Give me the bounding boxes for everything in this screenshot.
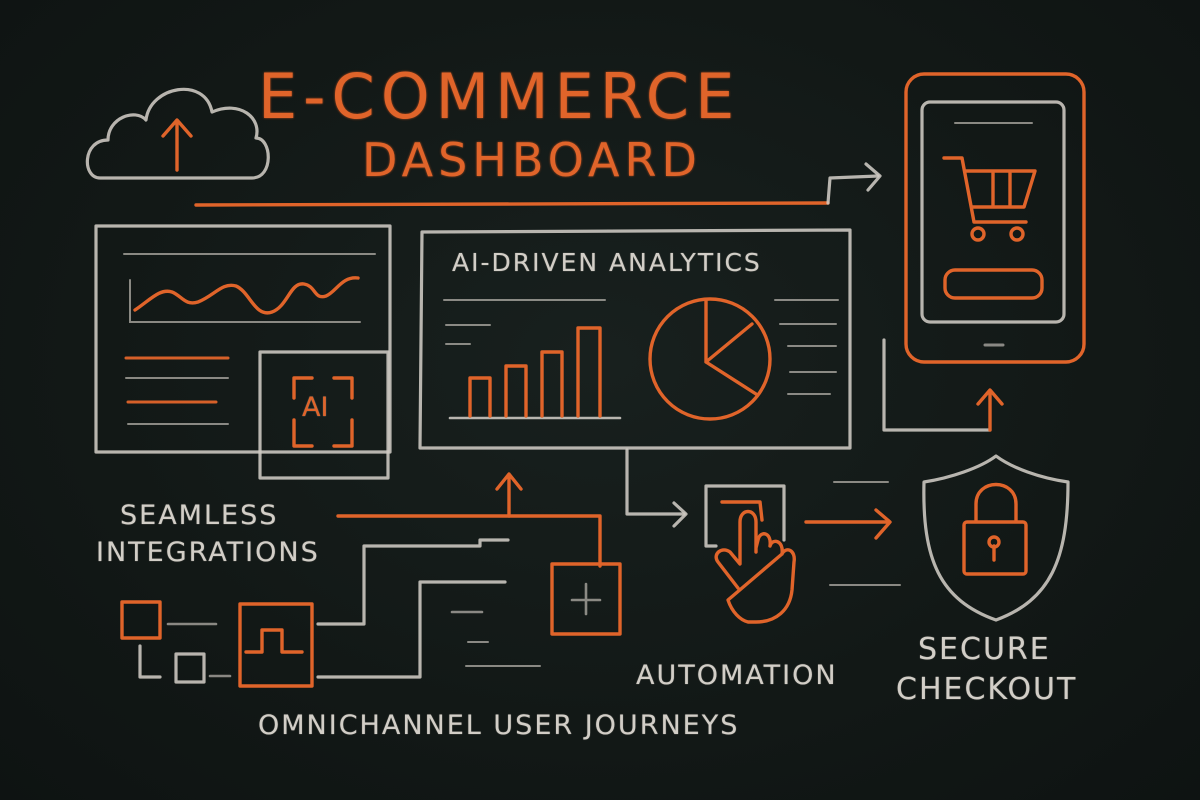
dashboard-panel-left	[94, 224, 392, 454]
shopping-cart-icon	[942, 156, 1037, 242]
title-underline-connector	[194, 162, 882, 207]
mobile-phone-icon	[904, 72, 1086, 364]
ai-module-box	[258, 350, 390, 480]
bar-chart-icon	[448, 326, 622, 420]
phone-checkout-button-shape	[943, 268, 1044, 300]
seamless-label-line2: INTEGRATIONS	[96, 537, 320, 568]
analytics-to-automation-connector	[625, 448, 688, 528]
cloud-upload-icon	[85, 87, 270, 180]
automation-to-checkout-arrow	[804, 481, 901, 586]
secure-label-line1: SECURE	[918, 632, 1051, 667]
title-line1: E-COMMERCE	[258, 60, 741, 133]
seamless-label-line1: SEAMLESS	[120, 500, 279, 531]
connector-to-phone	[882, 338, 1004, 432]
pie-chart-icon	[648, 297, 772, 421]
omnichannel-label: OMNICHANNEL USER JOURNEYS	[258, 710, 740, 741]
automation-label: AUTOMATION	[636, 660, 838, 691]
pointer-hand-icon	[704, 484, 796, 624]
integrations-network	[120, 472, 622, 688]
ai-badge-text: AI	[302, 392, 329, 423]
secure-label-line2: CHECKOUT	[896, 672, 1078, 707]
title-line2: DASHBOARD	[362, 133, 702, 187]
shield-lock-icon	[922, 454, 1070, 622]
analytics-panel-title: AI-DRIVEN ANALYTICS	[452, 248, 762, 277]
analytics-panel	[418, 228, 852, 450]
